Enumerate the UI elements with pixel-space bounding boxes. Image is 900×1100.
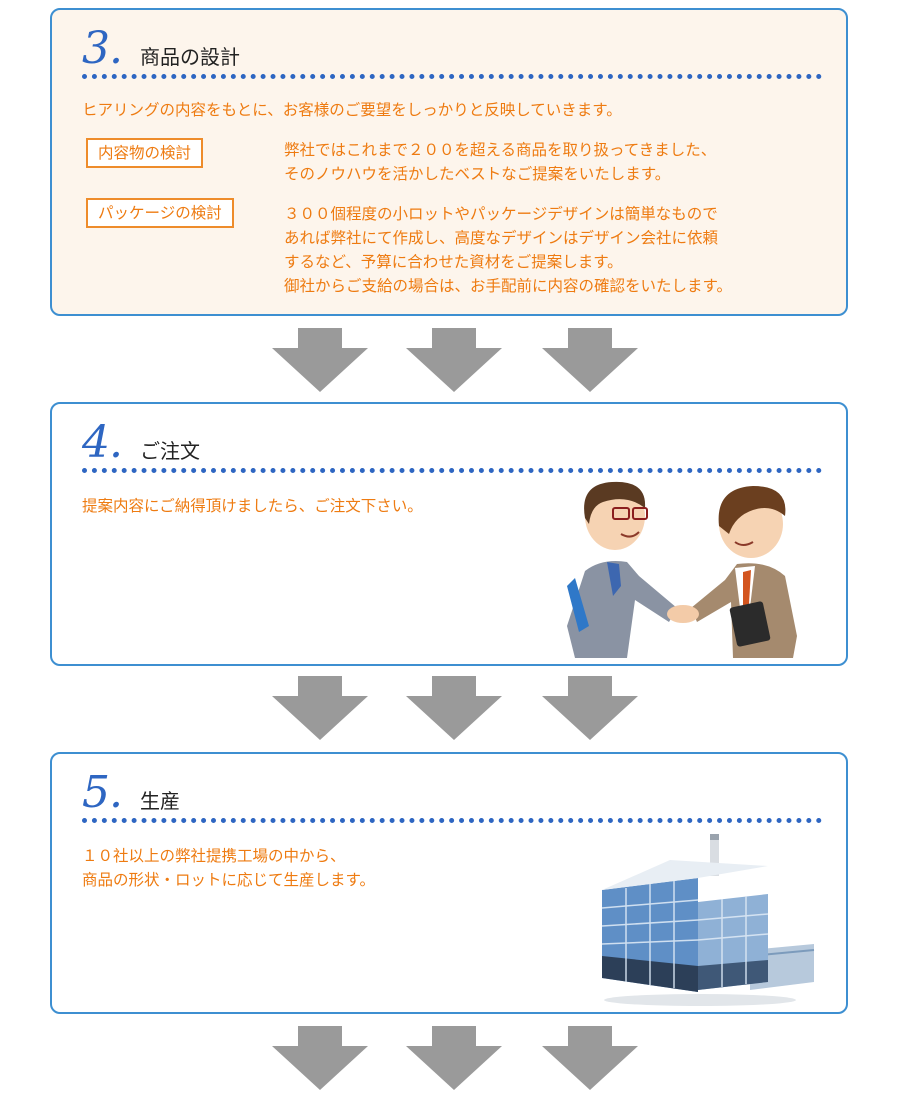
tag-package-review: パッケージの検討 <box>86 198 234 228</box>
step-4-title: ご注文 <box>140 439 200 463</box>
package-review-line-4: 御社からご支給の場合は、お手配前に内容の確認をいたします。 <box>284 277 732 295</box>
down-arrow-icon <box>542 1026 638 1090</box>
contents-review-line-2: そのノウハウを活かしたベストなご提案をいたします。 <box>284 165 671 183</box>
step-4-number: 4. <box>82 417 123 468</box>
flow-arrows-2 <box>0 676 900 748</box>
dotted-divider <box>82 74 822 79</box>
step-5-line-1: １０社以上の弊社提携工場の中から、 <box>82 847 346 865</box>
down-arrow-icon <box>542 328 638 392</box>
dotted-divider <box>82 818 822 823</box>
contents-review-line-1: 弊社ではこれまで２００を超える商品を取り扱ってきました、 <box>284 141 717 159</box>
step-4-panel: 4. ご注文 提案内容にご納得頂けましたら、ご注文下さい。 <box>50 402 848 666</box>
package-review-line-2: あれば弊社にて作成し、高度なデザインはデザイン会社に依頼 <box>284 229 719 247</box>
flow-arrows-1 <box>0 328 900 400</box>
tag-contents-review: 内容物の検討 <box>86 138 204 168</box>
down-arrow-icon <box>406 328 502 392</box>
down-arrow-icon <box>406 676 502 740</box>
flow-arrows-3 <box>0 1026 900 1098</box>
down-arrow-icon <box>406 1026 502 1090</box>
down-arrow-icon <box>542 676 638 740</box>
package-review-line-1: ３００個程度の小ロットやパッケージデザインは簡単なもので <box>284 205 718 223</box>
step-3-panel: 3. 商品の設計 ヒアリングの内容をもとに、お客様のご要望をしっかりと反映してい… <box>50 8 848 316</box>
step-3-number: 3. <box>82 23 123 74</box>
handshake-illustration <box>567 481 797 658</box>
down-arrow-icon <box>272 328 368 392</box>
step-4-text: 提案内容にご納得頂けましたら、ご注文下さい。 <box>82 497 423 515</box>
down-arrow-icon <box>272 676 368 740</box>
step-3-intro: ヒアリングの内容をもとに、お客様のご要望をしっかりと反映していきます。 <box>82 101 622 119</box>
package-review-line-3: するなど、予算に合わせた資材をご提案します。 <box>284 253 623 271</box>
dotted-divider <box>82 468 822 473</box>
step-3-title: 商品の設計 <box>140 45 240 69</box>
step-5-panel: 5. 生産 １０社以上の弊社提携工場の中から、 商品の形状・ロットに応じて生産し… <box>50 752 848 1014</box>
factory-illustration <box>601 834 815 1006</box>
down-arrow-icon <box>272 1026 368 1090</box>
step-5-line-2: 商品の形状・ロットに応じて生産します。 <box>82 871 375 889</box>
step-5-number: 5. <box>82 767 123 818</box>
step-5-title: 生産 <box>140 789 180 813</box>
